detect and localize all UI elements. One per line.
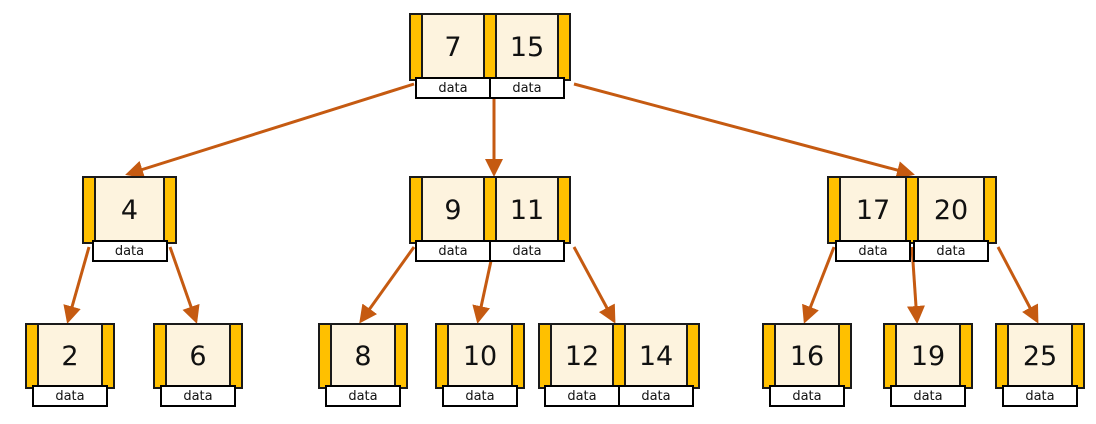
key-value-node-17-20-1[interactable]: 20 <box>917 176 985 244</box>
tree-edge-node-17-20-to-leaf-25 <box>996 246 1039 324</box>
child-pointer-leaf-10-1[interactable] <box>511 323 525 389</box>
child-pointer-node-9-11-2[interactable] <box>557 176 571 244</box>
data-box-root-1[interactable]: data <box>489 77 565 99</box>
data-box-leaf-10-0[interactable]: data <box>442 385 518 407</box>
child-pointer-leaf-2-1[interactable] <box>101 323 115 389</box>
data-box-leaf-25-0[interactable]: data <box>1002 385 1078 407</box>
data-box-leaf-16-0[interactable]: data <box>769 385 845 407</box>
child-pointer-leaf-19-1[interactable] <box>959 323 973 389</box>
key-value-node-9-11-1[interactable]: 11 <box>495 176 559 244</box>
key-value-leaf-12-14-1[interactable]: 14 <box>624 323 688 389</box>
data-box-leaf-8-0[interactable]: data <box>325 385 401 407</box>
key-value-leaf-8-0[interactable]: 8 <box>330 323 396 389</box>
data-box-node-4-0[interactable]: data <box>91 240 168 262</box>
child-pointer-node-17-20-2[interactable] <box>983 176 997 244</box>
child-pointer-leaf-25-1[interactable] <box>1071 323 1085 389</box>
data-box-leaf-19-0[interactable]: data <box>890 385 966 407</box>
tree-edge-node-17-20-to-leaf-16 <box>802 246 836 324</box>
tree-edge-root-to-node-17-20 <box>573 82 915 179</box>
tree-edge-node-4-to-leaf-6 <box>168 246 200 324</box>
data-box-leaf-6-0[interactable]: data <box>160 385 236 407</box>
key-value-root-0[interactable]: 7 <box>421 13 485 81</box>
tree-edge-node-4-to-leaf-2 <box>63 246 91 324</box>
key-value-leaf-12-14-0[interactable]: 12 <box>550 323 614 389</box>
tree-edge-node-9-11-to-leaf-12-14 <box>572 246 616 324</box>
data-box-node-9-11-1[interactable]: data <box>489 240 565 262</box>
tree-edge-root-to-node-4 <box>125 82 415 179</box>
key-value-node-4-0[interactable]: 4 <box>94 176 165 244</box>
data-box-leaf-12-14-0[interactable]: data <box>544 385 620 407</box>
data-box-node-9-11-0[interactable]: data <box>415 240 491 262</box>
key-value-node-17-20-0[interactable]: 17 <box>839 176 907 244</box>
key-value-node-9-11-0[interactable]: 9 <box>421 176 485 244</box>
data-box-node-17-20-0[interactable]: data <box>835 240 911 262</box>
child-pointer-leaf-12-14-2[interactable] <box>686 323 700 389</box>
key-value-leaf-2-0[interactable]: 2 <box>37 323 103 389</box>
tree-edge-node-9-11-to-leaf-8 <box>359 246 416 324</box>
key-value-leaf-25-0[interactable]: 25 <box>1007 323 1073 389</box>
child-pointer-node-4-1[interactable] <box>163 176 177 244</box>
child-pointer-root-2[interactable] <box>557 13 571 81</box>
key-value-leaf-16-0[interactable]: 16 <box>774 323 840 389</box>
key-value-leaf-10-0[interactable]: 10 <box>447 323 513 389</box>
child-pointer-leaf-6-1[interactable] <box>229 323 243 389</box>
child-pointer-leaf-8-1[interactable] <box>394 323 408 389</box>
data-box-leaf-12-14-1[interactable]: data <box>618 385 694 407</box>
child-pointer-leaf-16-1[interactable] <box>838 323 852 389</box>
data-box-root-0[interactable]: data <box>415 77 491 99</box>
key-value-leaf-19-0[interactable]: 19 <box>895 323 961 389</box>
key-value-leaf-6-0[interactable]: 6 <box>165 323 231 389</box>
data-box-leaf-2-0[interactable]: data <box>32 385 108 407</box>
data-box-node-17-20-1[interactable]: data <box>913 240 989 262</box>
key-value-root-1[interactable]: 15 <box>495 13 559 81</box>
